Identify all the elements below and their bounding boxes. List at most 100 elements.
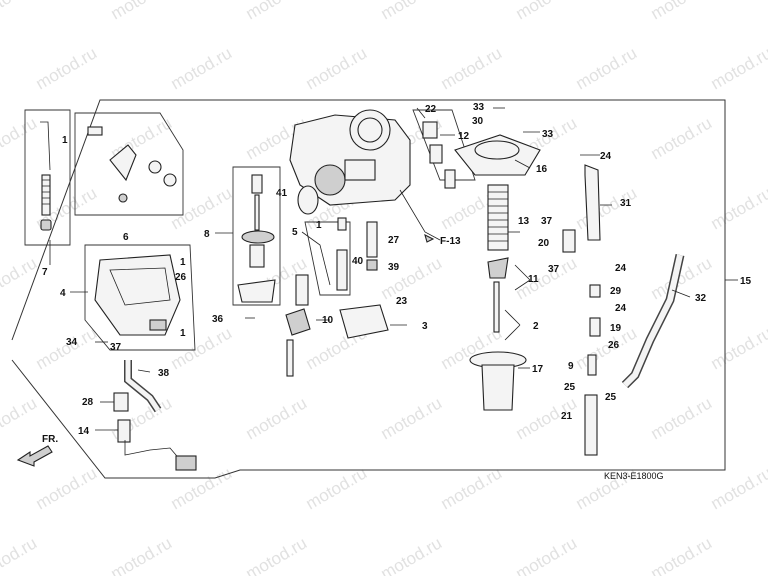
callout-24: 24 — [600, 151, 612, 162]
watermark-text: motod.ru — [33, 463, 101, 513]
callout-32: 32 — [695, 293, 707, 304]
watermark-text: motod.ru — [168, 183, 236, 233]
callout-12: 12 — [458, 131, 470, 142]
watermark-text: motod.ru — [0, 393, 40, 443]
fitting-9 — [587, 354, 597, 376]
hose-32-inner — [622, 254, 683, 388]
callout-3: 3 — [422, 321, 428, 332]
hose-31 — [584, 164, 601, 241]
watermark-text: motod.ru — [168, 43, 236, 93]
callout-13: 13 — [518, 216, 530, 227]
callout-5: 5 — [292, 227, 298, 238]
callout-1: 1 — [316, 220, 322, 231]
watermark-text: motod.ru — [378, 393, 446, 443]
watermark-text: motod.ru — [378, 0, 446, 23]
collar-28 — [113, 392, 129, 412]
watermark-text: motod.ru — [438, 463, 506, 513]
callout-30: 30 — [472, 116, 484, 127]
callout-26: 26 — [608, 340, 620, 351]
carburetor-body — [289, 109, 411, 206]
subassembly-frame-6 — [74, 112, 184, 216]
watermark-text: motod.ru — [33, 323, 101, 373]
front-direction-arrow: FR. — [16, 434, 58, 467]
leader-lines — [49, 107, 738, 431]
watermark-text: motod.ru — [438, 43, 506, 93]
watermark-text: motod.ru — [168, 463, 236, 513]
watermark-text: motod.ru — [108, 0, 176, 23]
watermark-text: motod.ru — [0, 533, 40, 576]
watermark-text: motod.ru — [648, 393, 716, 443]
watermark-text: motod.ru — [573, 43, 641, 93]
callout-20: 20 — [538, 238, 550, 249]
callout-37: 37 — [110, 342, 122, 353]
callout-31: 31 — [620, 198, 632, 209]
subassembly-frame-5 — [304, 221, 351, 296]
callout-22: 22 — [425, 104, 437, 115]
callout-25: 25 — [605, 392, 617, 403]
fitting-19 — [589, 317, 601, 337]
callout-33: 33 — [473, 102, 485, 113]
reference-code: KEN3-E1800G — [604, 471, 664, 481]
callout-23: 23 — [396, 296, 408, 307]
callout-11: 11 — [528, 274, 539, 285]
callout-10: 10 — [322, 315, 334, 326]
callout-37: 37 — [548, 264, 560, 275]
vacuum-spring — [487, 184, 509, 251]
subassembly-frame-7 — [24, 109, 71, 246]
watermark-text: motod.ru — [573, 323, 641, 373]
callout-34: 34 — [66, 337, 78, 348]
callout-1: 1 — [62, 135, 68, 146]
front-direction-label: FR. — [42, 434, 58, 445]
drain-screw-wiring — [117, 419, 197, 471]
callout-36: 36 — [212, 314, 224, 325]
callout-37: 37 — [541, 216, 553, 227]
watermark-text: motod.ru — [378, 533, 446, 576]
callout-25: 25 — [564, 382, 576, 393]
callout-6: 6 — [123, 232, 129, 243]
callout-27: 27 — [388, 235, 400, 246]
watermark-text: motod.ru — [33, 43, 101, 93]
watermark-text: motod.ru — [378, 253, 446, 303]
choke-plunger-assembly — [40, 121, 52, 231]
o-ring-41 — [297, 185, 319, 215]
accelerator-pump — [237, 174, 276, 303]
callout-9: 9 — [568, 361, 574, 372]
callout-40: 40 — [352, 256, 364, 267]
watermark-text: motod.ru — [0, 113, 40, 163]
watermark-text: motod.ru — [708, 43, 768, 93]
subassembly-frame-8 — [232, 166, 281, 306]
watermark-text: motod.ru — [708, 323, 768, 373]
watermark-text: motod.ru — [303, 43, 371, 93]
callout-4: 4 — [60, 288, 66, 299]
watermark-text: motod.ru — [0, 0, 40, 23]
cross-reference-label: F-13 — [440, 236, 461, 247]
watermark-text: motod.ru — [648, 113, 716, 163]
cross-reference-arrow: F-13 — [399, 189, 461, 247]
jet-needle-set — [487, 257, 509, 333]
callout-labels: 1 7 6 1 26 4 1 34 37 38 28 14 8 36 41 5 … — [42, 102, 752, 437]
watermark-text: motod.ru — [648, 533, 716, 576]
callout-15: 15 — [740, 276, 752, 287]
callout-39: 39 — [388, 262, 400, 273]
watermark-text: motod.ru — [708, 463, 768, 513]
callout-24: 24 — [615, 303, 627, 314]
throttle-lever-set — [87, 126, 177, 203]
hose-20 — [562, 229, 576, 253]
throttle-stop-screw — [285, 274, 311, 377]
watermark-text: motod.ru — [243, 393, 311, 443]
callout-41: 41 — [276, 188, 288, 199]
callout-16: 16 — [536, 164, 548, 175]
hose-38-inner — [125, 360, 161, 412]
watermark-text: motod.ru — [168, 323, 236, 373]
jet-set — [336, 217, 378, 291]
callout-2: 2 — [533, 321, 539, 332]
callout-38: 38 — [158, 368, 170, 379]
callout-1: 1 — [180, 328, 186, 339]
watermark-text: motod.ru — [708, 183, 768, 233]
callout-33: 33 — [542, 129, 554, 140]
callout-8: 8 — [204, 229, 210, 240]
watermark-text: motod.ru — [513, 253, 581, 303]
callout-29: 29 — [610, 286, 622, 297]
callout-24: 24 — [615, 263, 627, 274]
